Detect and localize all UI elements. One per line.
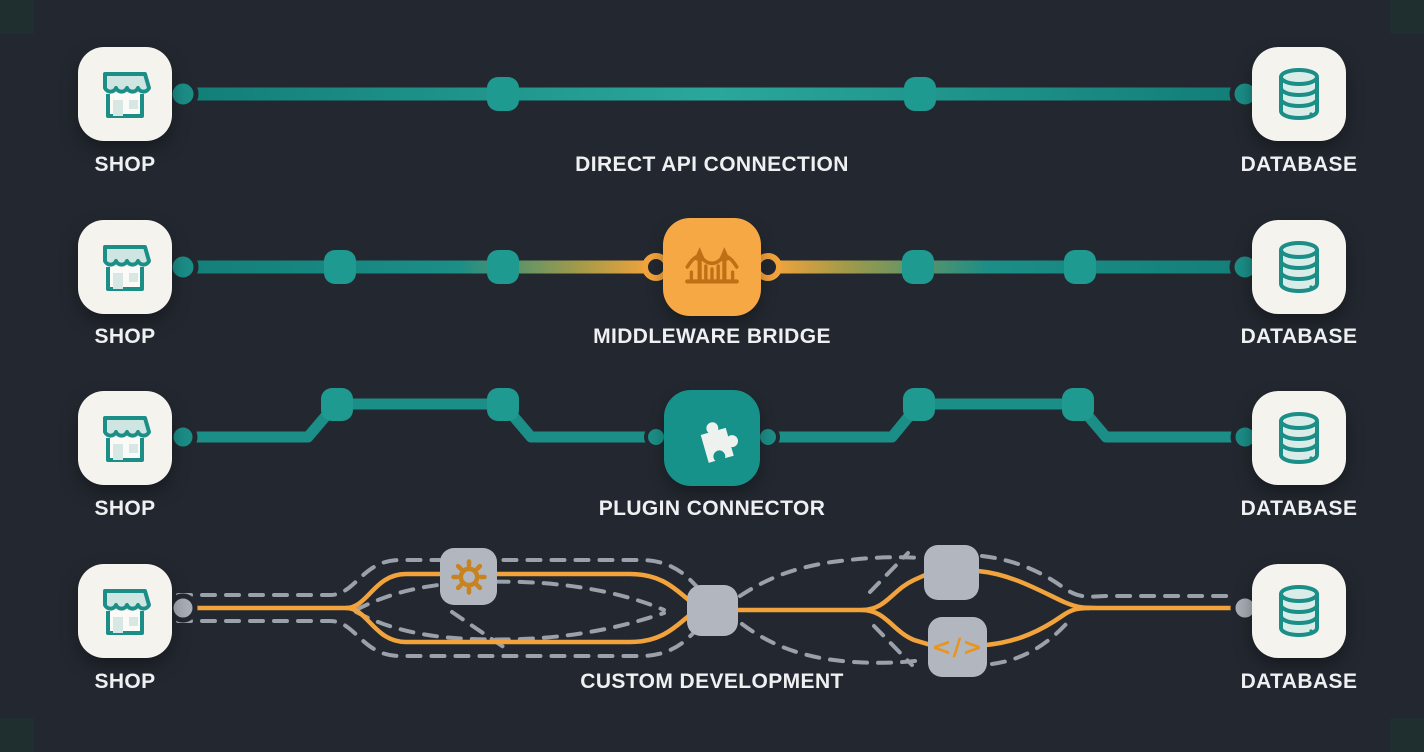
row-title-plugin: PLUGIN CONNECTOR (598, 497, 826, 520)
row-title-custom: CUSTOM DEVELOPMENT (580, 670, 844, 693)
database-icon (1279, 412, 1319, 464)
middleware-bridge-hub (663, 218, 761, 316)
row-title-middleware: MIDDLEWARE BRIDGE (593, 325, 831, 348)
corner-accent (0, 0, 34, 34)
row4-custom-lines (168, 551, 1260, 667)
corner-accent (1390, 0, 1424, 34)
puzzle-icon (700, 422, 739, 463)
database-label: DATABASE (1240, 497, 1358, 520)
shop-label: SHOP (94, 497, 156, 520)
database-node (1252, 391, 1346, 485)
plain-hub (687, 585, 738, 636)
gear-icon (450, 558, 487, 595)
database-icon (1279, 241, 1319, 293)
code-hub: </> (928, 617, 987, 677)
database-node (1252, 220, 1346, 314)
storefront-icon (103, 589, 151, 635)
code-icon: </> (931, 633, 984, 661)
shop-node (78, 564, 172, 658)
storefront-icon (103, 416, 151, 462)
row3-plugin-line (168, 388, 1260, 452)
shop-node (78, 391, 172, 485)
gear-hub (440, 548, 497, 605)
database-label: DATABASE (1240, 325, 1358, 348)
shop-node (78, 47, 172, 141)
database-node (1252, 564, 1346, 658)
corner-accent (0, 718, 34, 752)
plugin-connector-hub (664, 390, 760, 486)
database-label: DATABASE (1240, 670, 1358, 693)
database-label: DATABASE (1240, 153, 1358, 176)
plain-hub (924, 545, 979, 600)
database-icon (1279, 68, 1319, 120)
row1-direct-line (167, 77, 1261, 111)
storefront-icon (103, 245, 151, 291)
storefront-icon (103, 72, 151, 118)
shop-label: SHOP (94, 670, 156, 693)
database-icon (1279, 585, 1319, 637)
shop-label: SHOP (94, 153, 156, 176)
bridge-icon (685, 247, 739, 284)
shop-node (78, 220, 172, 314)
corner-accent (1390, 718, 1424, 752)
shop-label: SHOP (94, 325, 156, 348)
database-node (1252, 47, 1346, 141)
row-title-direct-api: DIRECT API CONNECTION (575, 153, 849, 176)
row2-middleware-line (167, 250, 1261, 284)
